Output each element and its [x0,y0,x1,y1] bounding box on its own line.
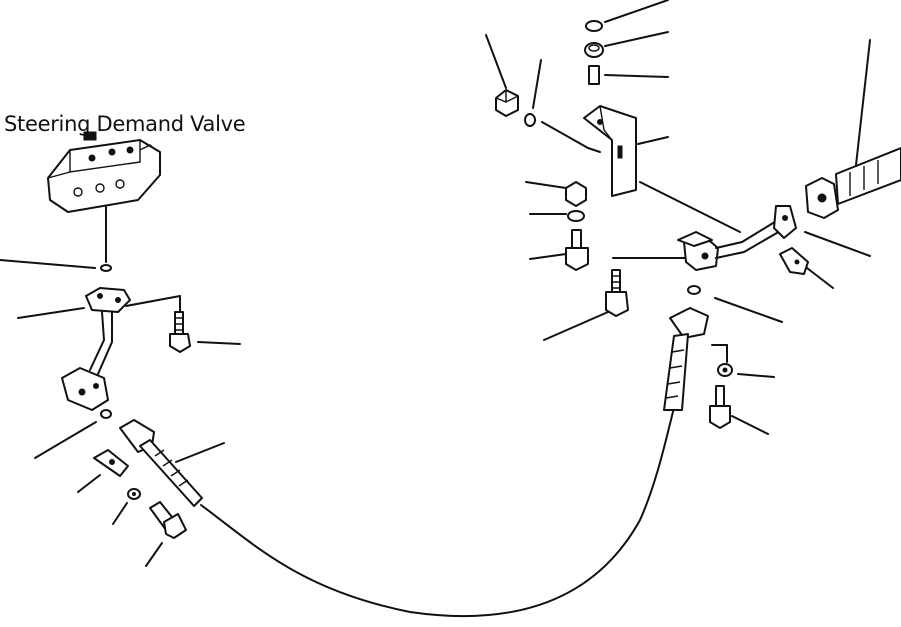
bolt [149,501,187,539]
reference-lines [105,121,741,618]
leader-lines [0,0,871,567]
leader-line [604,74,669,78]
steering-column [805,147,901,219]
leader-line [637,136,669,145]
bolt [605,269,629,317]
assembly-axis [639,181,741,233]
leader-line [731,415,769,435]
leader-line [34,421,97,459]
assembly-axis [541,121,589,149]
leader-line [145,542,163,567]
bolt [565,229,589,271]
leader-line [525,181,567,189]
leader-line [604,31,669,47]
leader-line [17,307,85,319]
assembly-axis [587,147,601,153]
washer [585,20,603,32]
control-cable [200,399,677,618]
leader-line [197,341,241,345]
leader-line [77,474,101,493]
leader-line [806,267,834,289]
leader-line [0,259,96,269]
steering-demand-valve [47,131,161,213]
nut [495,89,519,117]
cable-end-fitting [663,307,709,411]
lever-arm [677,205,797,271]
diagram-title: Steering Demand Valve [4,112,246,136]
leader-line [529,253,567,260]
washer [524,113,536,127]
leader-line [532,59,542,109]
o-ring [100,264,112,272]
leader-line [714,297,783,323]
leader-line [175,442,225,463]
washer [567,210,585,222]
nut [565,181,587,207]
leader-line [112,502,128,525]
cable-end-fitting [93,419,203,507]
o-ring [100,409,112,419]
leader-line [804,231,871,257]
leader-line [485,34,507,89]
leader-line [737,373,775,378]
mounting-bracket [583,105,637,197]
assembly-axis [125,295,181,307]
leader-line [604,0,669,23]
clip [779,247,809,275]
lock-nut [584,42,604,58]
leader-line [855,39,871,166]
bolt [709,385,731,429]
leader-line [543,311,609,341]
flange-tube-assembly [61,287,131,411]
spacer [588,65,600,85]
o-ring [687,285,701,295]
bolt [169,311,191,353]
